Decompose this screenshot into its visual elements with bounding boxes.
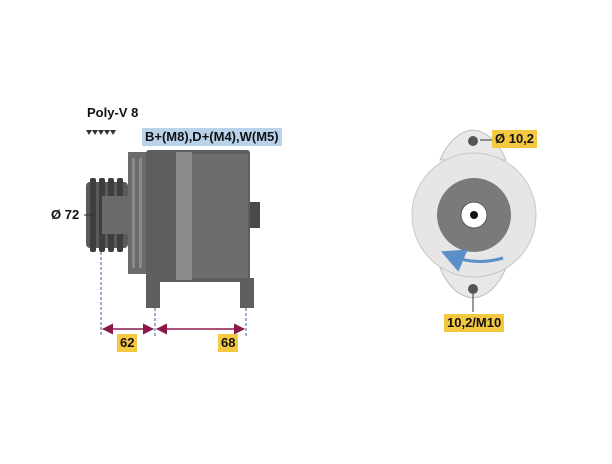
dim-right-label: 68 bbox=[218, 334, 239, 352]
belt-label: Poly-V 8 bbox=[87, 105, 139, 120]
bottom-hole bbox=[468, 284, 478, 294]
rear-boss bbox=[250, 202, 260, 228]
pulley-diameter-label: Ø 72 bbox=[51, 207, 80, 222]
dim-left-label: 62 bbox=[117, 334, 138, 352]
hole-diameter-label: Ø 10,2 bbox=[492, 130, 538, 148]
rotation-arrow bbox=[440, 249, 504, 272]
mount-foot-rear bbox=[240, 278, 254, 308]
mount-foot-front bbox=[146, 278, 160, 308]
side-view bbox=[84, 130, 260, 336]
terminals-label: B+(M8),D+(M4),W(M5) bbox=[142, 128, 282, 146]
bottom-hole-label: 10,2/M10 bbox=[444, 314, 505, 332]
poly-v-symbol bbox=[86, 130, 116, 135]
front-view bbox=[411, 129, 537, 312]
fan-plate bbox=[128, 152, 148, 274]
top-hole bbox=[468, 136, 478, 146]
pulley bbox=[86, 178, 128, 252]
